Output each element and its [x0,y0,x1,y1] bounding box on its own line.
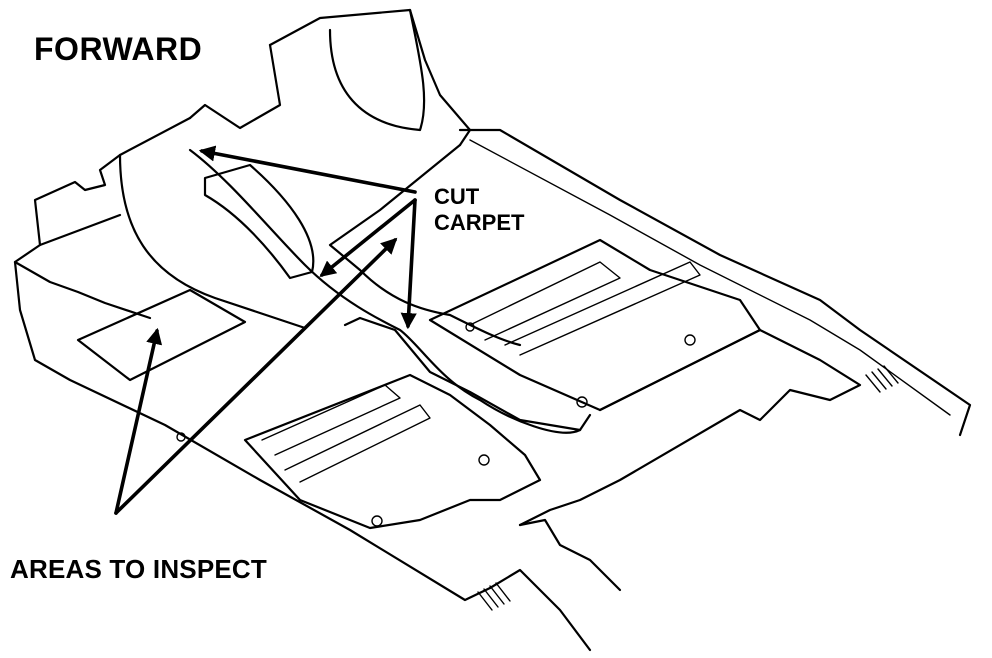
floor-hole [576,396,588,408]
firewall-outline [268,8,472,147]
tunnel-console-pad [203,163,315,280]
left-rear-floor [243,373,542,530]
left-crossmember [261,384,431,483]
firewall-left-edge [188,43,282,130]
cut-carpet-label: CUT CARPET [434,184,524,236]
tunnel-left-ridge [188,148,582,434]
right-rear-floor [518,328,862,527]
left-floor-front [76,288,247,382]
inspect-arrow-1 [114,327,163,515]
tunnel-right-ridge [328,143,522,347]
cut-carpet-arrow-2 [319,198,417,278]
rail-hatch-left [477,582,511,611]
cut-carpet-label-line-1: CUT [434,184,480,209]
left-kickpanel [13,213,152,320]
rail-hatch-right [865,365,899,393]
callout-arrows [114,145,417,515]
right-sill-inner [469,139,951,416]
floor-hole [684,334,696,346]
tunnel-rear [343,316,592,432]
cut-carpet-arrow-3 [400,198,417,330]
rear-right-edge [518,518,622,592]
floor-hole [371,515,383,527]
floor-hole [465,322,475,332]
floor-hole [176,432,186,442]
left-inner-edge [118,153,307,330]
cut-carpet-arrow-1 [198,145,417,194]
right-crossmember [469,261,701,356]
cut-carpet-label-line-2: CARPET [434,210,525,235]
rear-left-edge [488,568,592,652]
inspect-arrow-2 [114,237,398,515]
areas-to-inspect-label: AREAS TO INSPECT [10,554,267,584]
right-front-floor [428,238,762,412]
firewall-arch [328,8,426,132]
floor-pan-outline [13,8,972,652]
floor-hole [478,454,490,466]
right-sill-outline [458,128,972,437]
forward-label: FORWARD [34,31,203,67]
